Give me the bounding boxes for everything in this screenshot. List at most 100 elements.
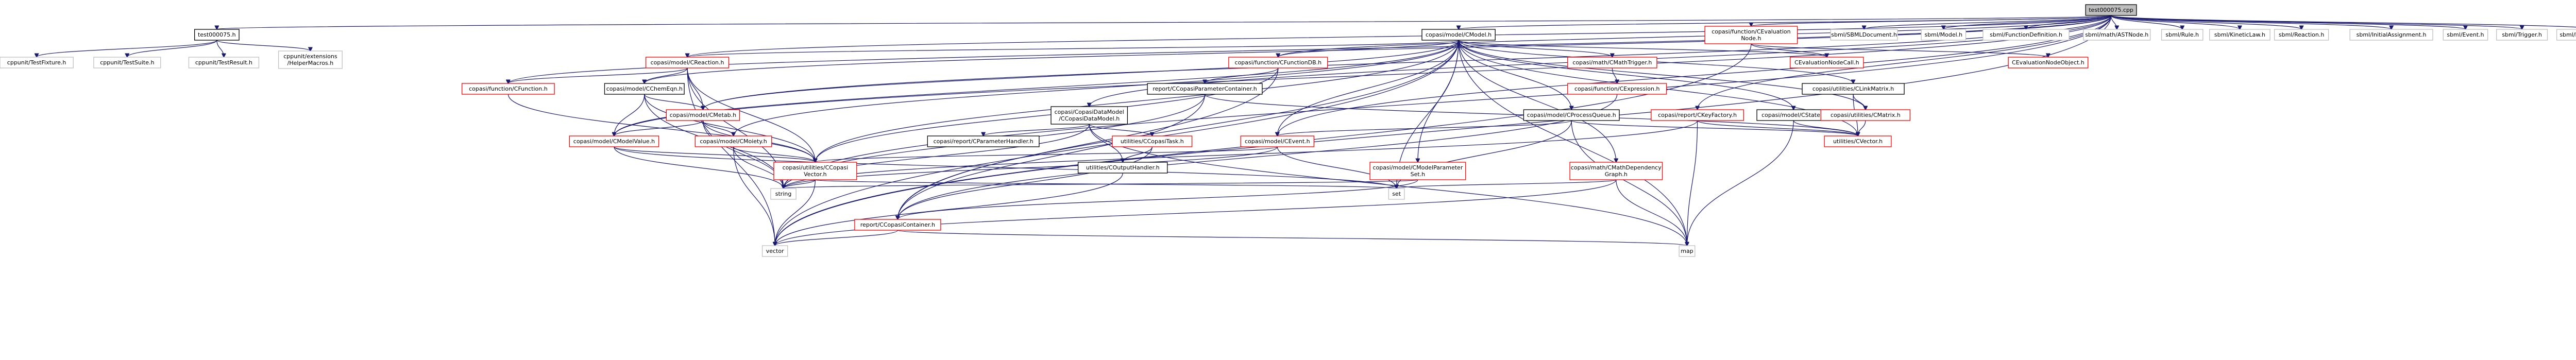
node-box-vector (761, 245, 788, 257)
node-cmodel[interactable]: copasi/model/CModel.h (1421, 29, 1496, 41)
node-label-cvector-0: utilities/CVector.h (1833, 138, 1883, 145)
node-eventassign: sbml/EventAssignment.h (2556, 29, 2576, 41)
node-label-cmetab-0: copasi/model/CMetab.h (670, 112, 736, 118)
node-cfunctiondb[interactable]: copasi/function/CFunctionDB.h (1228, 57, 1328, 68)
node-cparamhandler[interactable]: copasi/report/CParameterHandler.h (927, 135, 1040, 147)
node-testsuite: cppunit/TestSuite.h (93, 57, 161, 68)
node-test75h[interactable]: test000075.h (194, 29, 240, 41)
node-label-vector-0: vector (766, 248, 784, 254)
node-cmetab[interactable]: copasi/model/CMetab.h (666, 109, 740, 121)
node-label-map-0: map (1681, 248, 1693, 254)
node-label-eventassign-0: sbml/EventAssignment.h (2560, 31, 2576, 38)
node-box-creaction (646, 57, 730, 68)
edge-root-to-event (2110, 15, 2466, 29)
node-label-clinkmatrix-0: copasi/utilities/CLinkMatrix.h (1812, 85, 1894, 92)
node-ccopasiparamcont[interactable]: report/CCopasiParameterContainer.h (1147, 83, 1263, 95)
node-label-cevalnode-0: copasi/function/CEvaluation (1711, 28, 1790, 35)
node-cstate[interactable]: copasi/model/CState.h (1756, 109, 1831, 121)
edge-cmathdepgraph-to-vector (775, 179, 1617, 246)
node-box-cprocessqueue (1523, 109, 1620, 121)
edge-ccopasiparamcont-to-ccopasicontainer (897, 94, 1206, 219)
edge-cmodel-to-cevalnodecall (1458, 40, 1827, 57)
node-helpermacros: cppunit/extensions/HelperMacros.h (278, 50, 343, 69)
edge-test75h-to-helpermacros (216, 40, 311, 51)
node-box-cfunctiondb (1228, 57, 1328, 68)
node-coutputhandler[interactable]: utilities/COutputHandler.h (1077, 162, 1168, 174)
node-box-testresult (188, 57, 260, 68)
node-cvector[interactable]: utilities/CVector.h (1824, 135, 1892, 147)
edge-cmodel-to-cmetab (703, 40, 1459, 110)
edge-test75h-to-testresult (216, 40, 224, 57)
node-creaction[interactable]: copasi/model/CReaction.h (646, 57, 730, 68)
node-box-event (2443, 29, 2488, 41)
node-cfunction[interactable]: copasi/function/CFunction.h (462, 83, 555, 95)
node-event: sbml/Event.h (2443, 29, 2488, 41)
node-vector: vector (761, 245, 788, 257)
edge-root-to-creaction (687, 15, 2112, 57)
edge-cstate-to-cvector (1793, 120, 1858, 136)
node-label-testfixture-0: cppunit/TestFixture.h (7, 59, 66, 66)
edge-cchemeqn-to-cmodelvalue (614, 94, 645, 136)
node-label-string-0: string (775, 191, 792, 197)
node-box-ccopasidatamodel (1050, 106, 1128, 125)
node-label-cprocessqueue-0: copasi/model/CProcessQueue.h (1527, 112, 1616, 118)
node-label-cevalnodeobject-0: CEvaluationNodeObject.h (2012, 59, 2084, 66)
edge-ckeyfactory-to-cvector (1697, 120, 1858, 136)
node-label-funcdef-0: sbml/FunctionDefinition.h (1990, 31, 2062, 38)
edge-cevent-to-string (784, 146, 1278, 188)
edge-ccopasicontainer-to-vector (775, 230, 899, 246)
edge-ccopasidatamodel-to-ccopasitask (1089, 124, 1152, 136)
node-box-rule (2161, 29, 2204, 41)
node-ccopasitask[interactable]: utilities/CCopasiTask.h (1112, 135, 1193, 147)
edge-ckeyfactory-to-map (1687, 120, 1698, 246)
node-box-set (1388, 188, 1405, 200)
node-cmoiety[interactable]: copasi/model/CMoiety.h (694, 135, 772, 147)
node-cevent[interactable]: copasi/model/CEvent.h (1240, 135, 1315, 147)
node-label-cmodelparamset-0: copasi/model/CModelParameter (1372, 164, 1463, 171)
edge-root-to-eventassign (2110, 15, 2576, 28)
node-cmatrix[interactable]: copasi/utilities/CMatrix.h (1820, 109, 1911, 121)
node-ckeyfactory[interactable]: copasi/report/CKeyFactory.h (1651, 109, 1744, 121)
node-root[interactable]: test000075.cpp (2085, 4, 2137, 16)
node-label-ckeyfactory-0: copasi/report/CKeyFactory.h (1658, 112, 1737, 118)
node-box-cchemeqn (604, 83, 685, 95)
edge-root-to-rule (2110, 15, 2182, 29)
node-label-cexpression-0: copasi/function/CExpression.h (1574, 85, 1660, 92)
edge-cmatrix-to-cvector (1858, 120, 1866, 136)
node-cexpression[interactable]: copasi/function/CExpression.h (1567, 83, 1667, 95)
node-clinkmatrix[interactable]: copasi/utilities/CLinkMatrix.h (1802, 83, 1905, 95)
node-cevalnodeobject[interactable]: CEvaluationNodeObject.h (2008, 57, 2089, 68)
node-box-funcdef (1982, 29, 2070, 41)
node-ccopasidatamodel[interactable]: copasi/CopasiDataModel/CCopasiDataModel.… (1050, 106, 1128, 125)
edge-cmodel-to-cmoiety (734, 40, 1459, 136)
edge-coutputhandler-to-vector (775, 173, 1123, 246)
edge-cmodel-to-cevent (1277, 40, 1459, 136)
node-cmathtrigger[interactable]: copasi/math/CMathTrigger.h (1567, 57, 1657, 68)
edge-cfunctiondb-to-ccopasicontainer (897, 67, 1279, 219)
edge-creaction-to-string (687, 67, 783, 188)
node-cchemeqn[interactable]: copasi/model/CChemEqn.h (604, 83, 685, 95)
node-label-cmodelparamset-1: Set.h (1411, 171, 1426, 178)
node-label-event-0: sbml/Event.h (2447, 31, 2484, 38)
edge-cmodelvalue-to-string (614, 146, 784, 188)
node-label-trigger-0: sbml/Trigger.h (2502, 31, 2542, 38)
node-box-cmodelvalue (569, 135, 659, 147)
node-cevalnode[interactable]: copasi/function/CEvaluationNode.h (1704, 26, 1798, 44)
edge-cmodel-to-cmodelvalue (614, 40, 1459, 136)
edge-root-to-initassign (2110, 15, 2392, 29)
node-cevalnodecall[interactable]: CEvaluationNodeCall.h (1790, 57, 1864, 68)
node-label-test75h-0: test000075.h (198, 31, 236, 38)
node-cprocessqueue[interactable]: copasi/model/CProcessQueue.h (1523, 109, 1620, 121)
edge-cmodel-to-cmatrix (1458, 40, 1866, 110)
edge-root-to-cmetab (703, 15, 2112, 110)
node-label-cfunctiondb-0: copasi/function/CFunctionDB.h (1235, 59, 1322, 66)
node-box-ckeyfactory (1651, 109, 1744, 121)
edge-root-to-string (784, 15, 2112, 188)
node-cmodelvalue[interactable]: copasi/model/CModelValue.h (569, 135, 659, 147)
node-ccopasicontainer[interactable]: report/CCopasiContainer.h (854, 219, 941, 231)
node-label-cparamhandler-0: copasi/report/CParameterHandler.h (934, 138, 1033, 145)
